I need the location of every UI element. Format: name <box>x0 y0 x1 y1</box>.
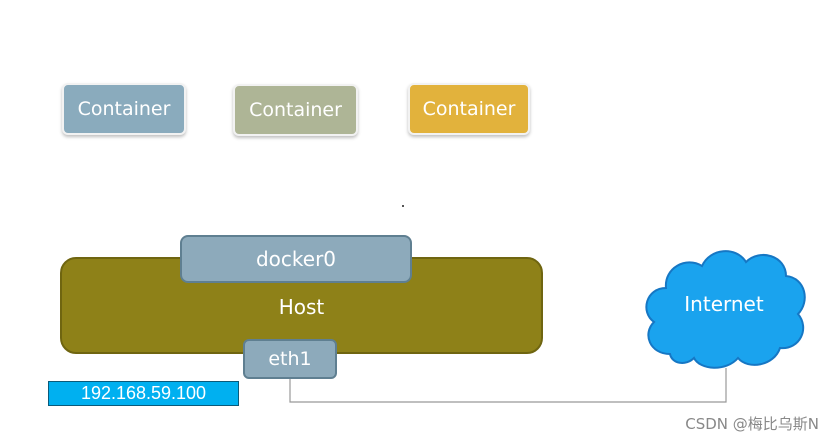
eth1-interface: eth1 <box>243 339 337 379</box>
container-box-3: Container <box>408 83 530 135</box>
stray-dot <box>402 205 404 207</box>
internet-cloud-icon <box>645 250 806 369</box>
container-box-2: Container <box>233 84 358 136</box>
ip-address-badge: 192.168.59.100 <box>48 381 239 406</box>
container-box-1: Container <box>62 83 186 135</box>
internet-label: Internet <box>684 292 764 316</box>
watermark: CSDN @梅比乌斯N <box>685 415 819 433</box>
docker0-bridge: docker0 <box>180 235 412 283</box>
